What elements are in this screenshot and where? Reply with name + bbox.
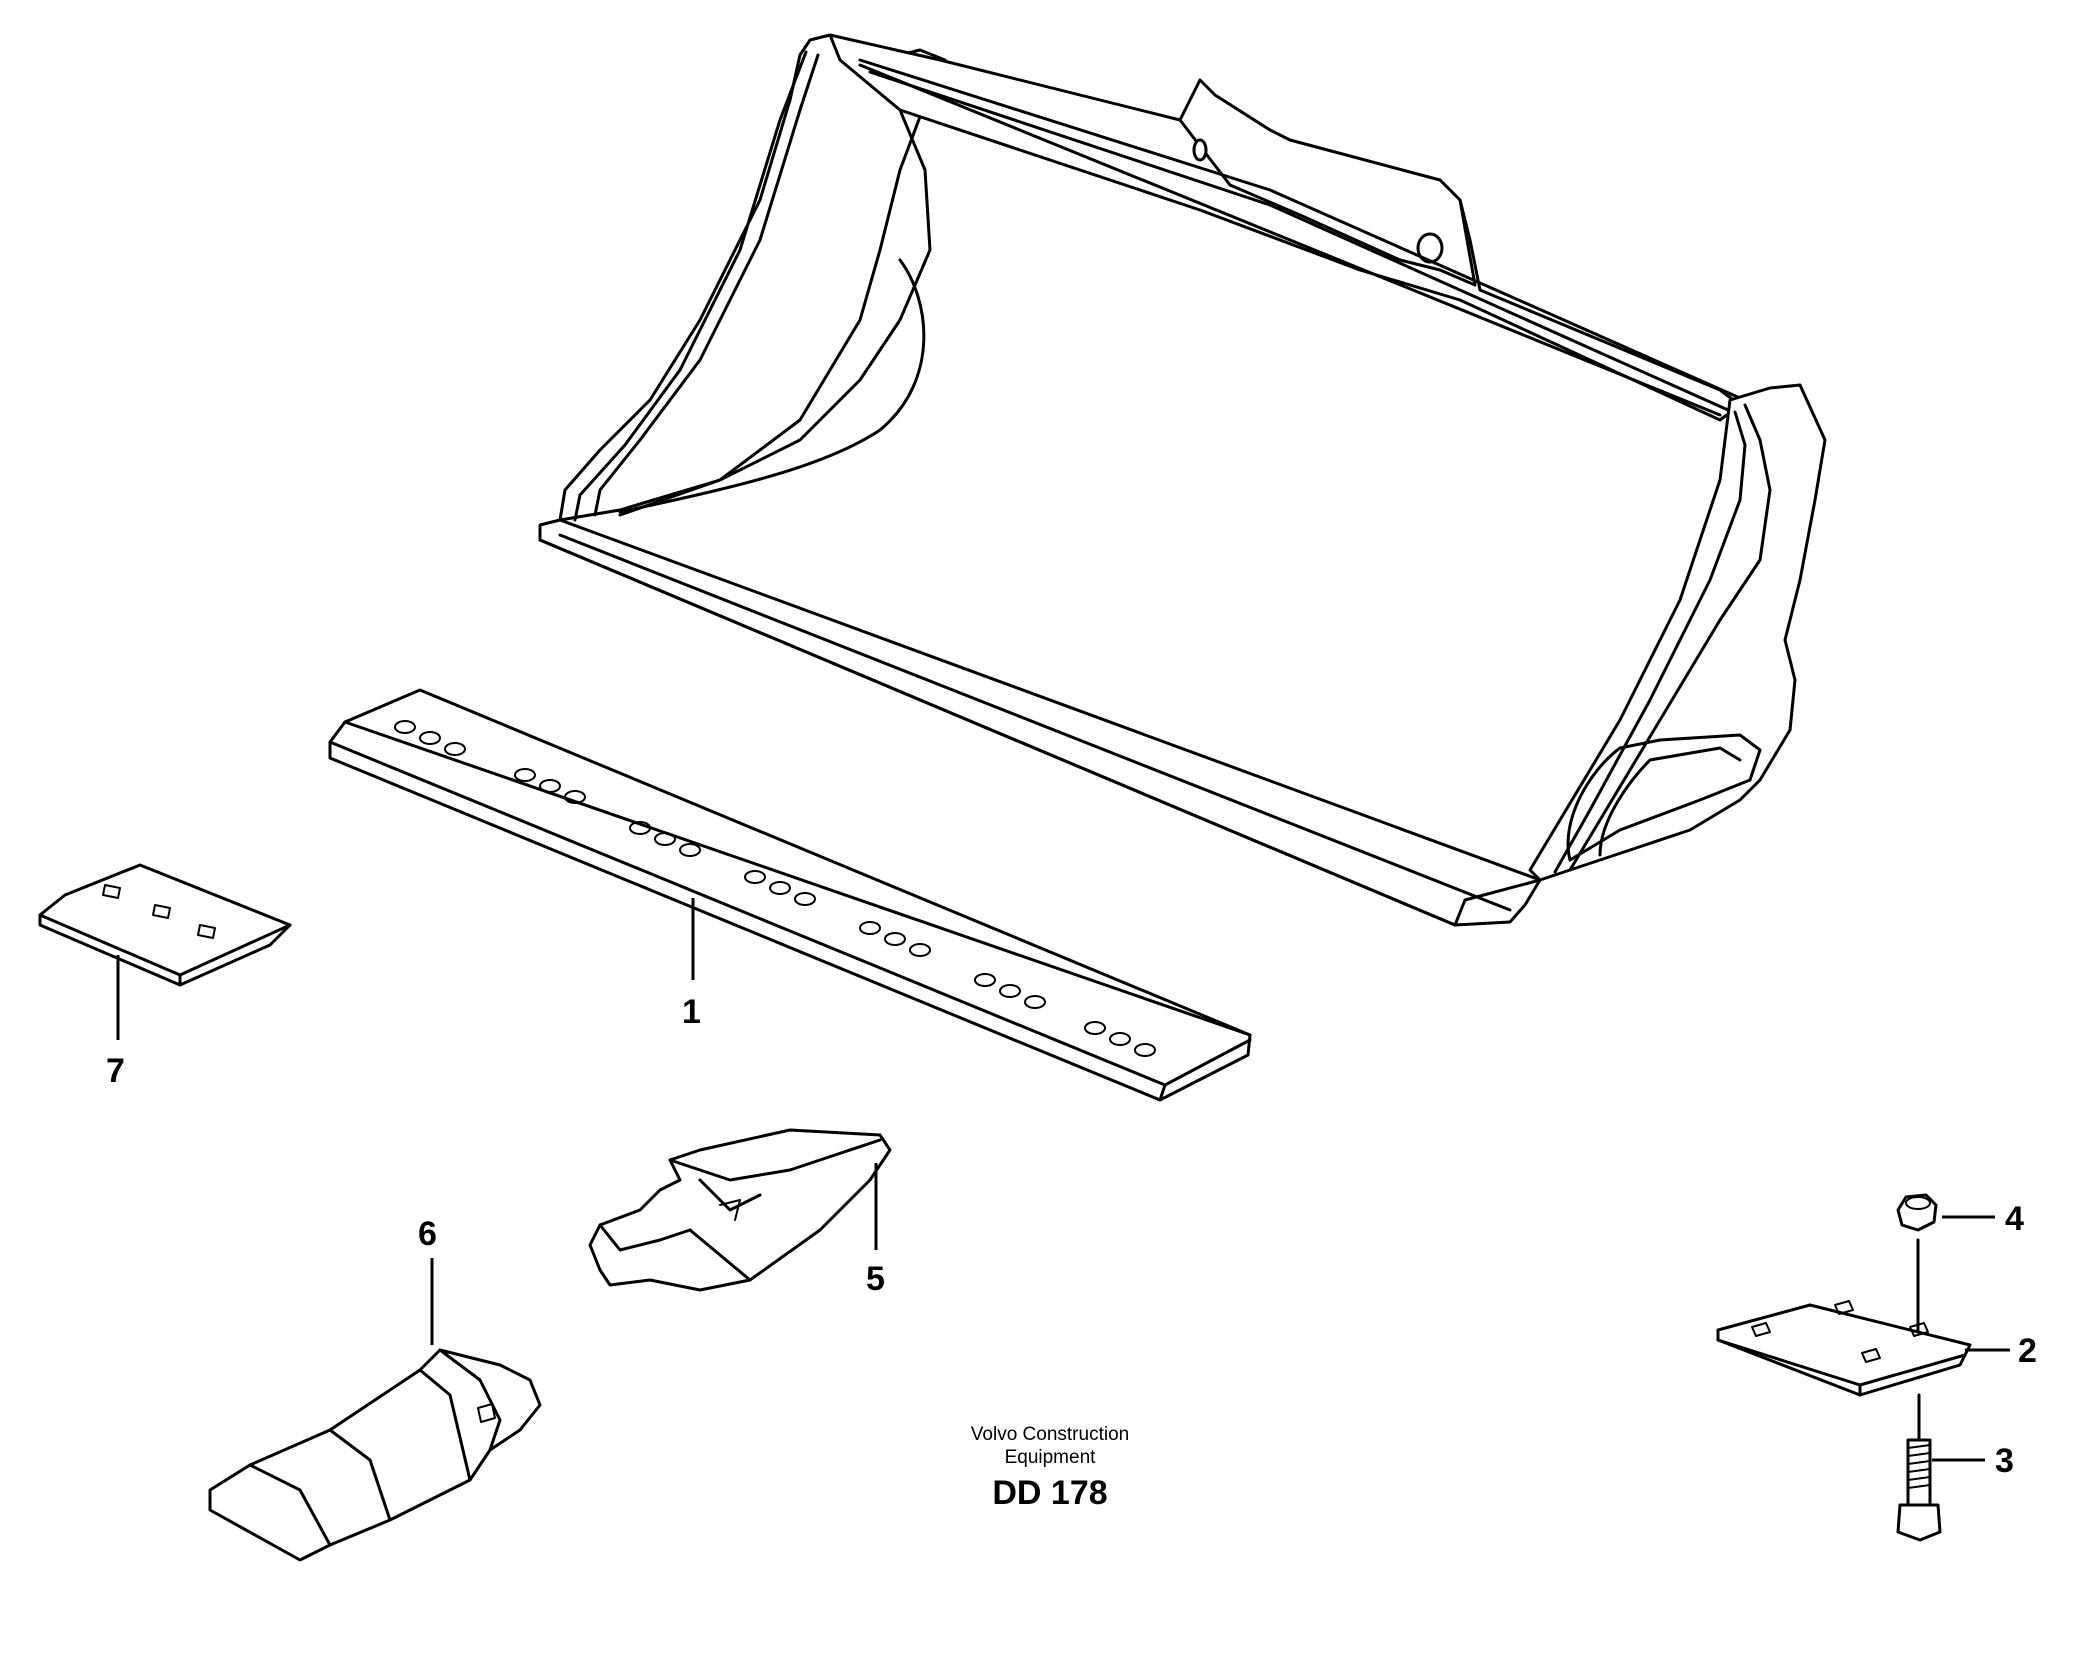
nut	[1896, 1193, 1938, 1332]
bolt	[1896, 1393, 1942, 1542]
wear-segment	[38, 863, 292, 987]
figure-code: DD 178	[992, 1474, 1107, 1512]
loader-bucket	[538, 33, 1827, 927]
callout-3: 3	[1995, 1442, 2014, 1480]
tooth-adapter	[588, 1128, 892, 1292]
blade-bolt-holes	[394, 720, 1156, 1057]
washer-plate	[1716, 1300, 1972, 1397]
callout-7: 7	[106, 1052, 125, 1090]
credit-line-1: Volvo Construction	[971, 1424, 1129, 1445]
leader-lines	[116, 898, 2010, 1462]
callout-5: 5	[866, 1260, 885, 1298]
tooth-tip	[208, 1348, 542, 1562]
callout-1: 1	[682, 993, 701, 1031]
callout-2: 2	[2018, 1332, 2037, 1370]
credit-line-2: Equipment	[1005, 1447, 1097, 1468]
callout-6: 6	[418, 1215, 437, 1253]
callout-4: 4	[2005, 1200, 2024, 1238]
cutting-edge-blade	[328, 688, 1252, 1102]
